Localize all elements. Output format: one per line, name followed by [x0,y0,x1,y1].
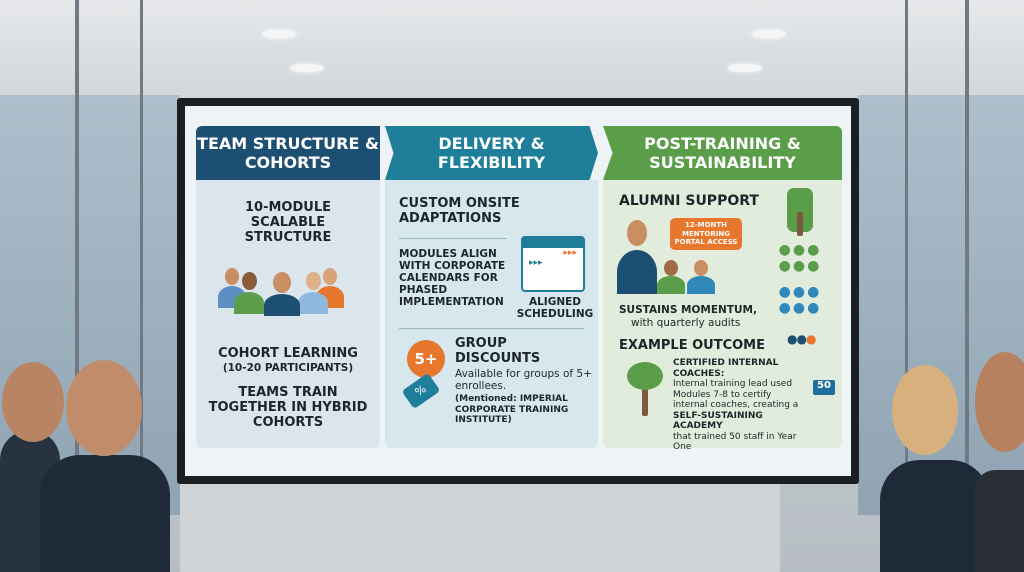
column-panel: ALUMNI SUPPORT 12-MONTH MENTORING PORTAL… [603,180,842,452]
window-frame [75,0,79,572]
cohort-text-group: COHORT LEARNING (10-20 PARTICIPANTS) TEA… [201,346,375,430]
ceiling-light [262,30,296,38]
column-panel: CUSTOM ONSITE ADAPTATIONS MODULES ALIGN … [385,180,598,448]
ceiling-light [752,30,786,38]
window-frame [140,0,143,572]
divider [399,238,507,239]
column-title: POST-TRAINING & SUSTAINABILITY [603,126,842,180]
display-screen: TEAM STRUCTURE & COHORTS 10-MODULE SCALA… [177,98,859,484]
calendar-icon: ▸▸▸ ▸▸▸ [521,236,585,292]
divider [399,328,584,329]
calendar-text: MODULES ALIGN WITH CORPORATE CALENDARS F… [399,248,506,308]
window-right [858,95,1024,515]
example-outcome-heading: EXAMPLE OUTCOME [619,338,766,353]
infographic: TEAM STRUCTURE & COHORTS 10-MODULE SCALA… [185,106,851,476]
momentum-title: SUSTAINS MOMENTUM, [619,304,757,316]
cohort-size: (10-20 PARTICIPANTS) [222,362,354,374]
tree-icon [625,360,665,420]
coaches-icon: ●●● [787,332,816,346]
wall-panel [180,480,780,572]
discount-badge-icon: 5+ [407,340,445,378]
outcome-result: that trained 50 staff in Year One [673,431,797,453]
momentum-group: SUSTAINS MOMENTUM, with quarterly audits [619,304,769,329]
section-heading: 10-MODULE SCALABLE STRUCTURE [244,200,332,245]
column-title: DELIVERY & FLEXIBILITY [385,126,598,180]
outcome-text: Internal training lead used Modules 7-8 … [673,379,799,410]
momentum-detail: with quarterly audits [631,317,741,329]
calendar-caption: ALIGNED SCHEDULING [516,296,594,320]
ceiling-light [728,64,762,72]
outcome-title: CERTIFIED INTERNAL COACHES: [673,358,779,379]
ceiling-light [290,64,324,72]
hybrid-cohorts-text: TEAMS TRAIN TOGETHER IN HYBRID COHORTS [208,385,368,430]
column-delivery: DELIVERY & FLEXIBILITY CUSTOM ONSITE ADA… [385,126,598,448]
outcome-text-group: CERTIFIED INTERNAL COACHES: Internal tra… [673,358,807,453]
column-panel: 10-MODULE SCALABLE STRUCTURE COHORT LEAR… [196,180,380,448]
mentoring-speech-bubble: 12-MONTH MENTORING PORTAL ACCESS [670,218,742,250]
growth-tree-network-icon: ●●● ●●● ●●● ●●● [765,198,835,316]
column-title: TEAM STRUCTURE & COHORTS [196,126,380,180]
price-tag-icon: % [401,372,441,410]
section-heading: ALUMNI SUPPORT [619,193,759,209]
staff-count-badge: 50 [813,380,835,395]
window-frame [965,0,969,572]
group-discounts-title: GROUP DISCOUNTS [455,336,541,366]
window-frame [905,0,908,572]
outcome-academy: SELF-SUSTAINING ACADEMY [673,410,763,432]
column-post-training: POST-TRAINING & SUSTAINABILITY ALUMNI SU… [603,126,842,452]
cohort-learning-label: COHORT LEARNING [218,346,358,361]
group-discounts-group: GROUP DISCOUNTS Available for groups of … [455,336,595,426]
group-discounts-text: Available for groups of 5+ enrollees. [455,368,592,392]
discount-note: (Mentioned: IMPERIAL CORPORATE TRAINING … [455,394,569,425]
section-heading: CUSTOM ONSITE ADAPTATIONS [399,196,520,226]
column-team-structure: TEAM STRUCTURE & COHORTS 10-MODULE SCALA… [196,126,380,448]
ceiling [0,0,1024,95]
